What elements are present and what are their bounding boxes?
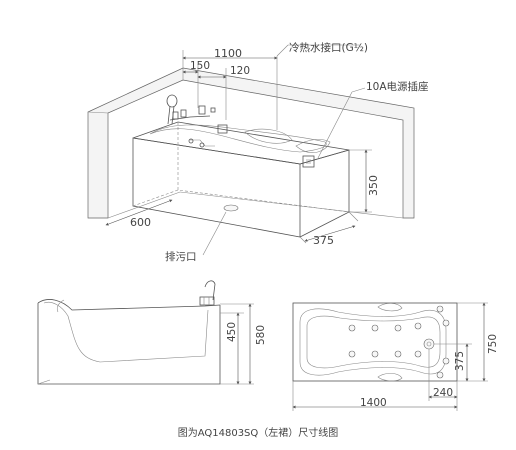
jet-icon [436,305,444,313]
dim-750: 750 [487,334,499,354]
dim-1400: 1400 [360,397,387,409]
dim-375-3d: 375 [313,234,334,247]
control-box-icon [217,124,228,134]
top-dimension-lines [182,50,278,130]
tub-basin [149,124,327,153]
jet-icon [442,357,450,365]
tub-front-skirt [132,137,301,238]
side-hand-shower-icon [204,280,216,301]
wall-outline [87,67,415,219]
jet-icon [348,324,356,332]
dim-240: 240 [433,387,453,399]
headrest-bottom [377,373,403,382]
jet-icon [394,324,402,332]
headrest-top [377,303,403,312]
jet-icon [371,324,379,332]
jet-icon [442,319,450,327]
top-plan-view: 1400 240 375 750 [292,302,499,411]
power-socket-icon [302,155,315,168]
drain-hole-icon [223,204,239,212]
side-elevation-view: 450 580 [37,280,267,385]
drain-label: 排污口 [165,250,197,263]
top-basin [299,308,447,376]
dim-120: 120 [230,65,250,77]
water-inlet-label: 冷热水接口(G½) [289,41,368,54]
installation-3d-view: 1100 150 120 冷热水接口(G½) 10A电源插座 排污口 600 3… [87,41,429,263]
jet-icon [394,350,402,358]
jet-icon [414,322,422,330]
faucet-set-icon [169,105,216,121]
top-drain-icon [423,338,435,350]
jet-icon [436,371,444,379]
jet-icon [371,350,379,358]
tub-rim [132,121,350,165]
dim-350: 350 [367,175,380,196]
side-faucet-icon [199,296,215,306]
hand-shower-icon [166,94,178,125]
side-body [37,303,221,385]
dim-375-top: 375 [454,351,466,371]
jet-icon [414,350,422,358]
power-socket-label: 10A电源插座 [366,80,429,93]
dim-580: 580 [255,325,267,345]
dim-450: 450 [226,322,238,342]
dim-1100: 1100 [214,47,242,60]
dim-150: 150 [190,60,210,72]
jet-icon [348,350,356,358]
dim-600: 600 [130,216,151,229]
top-outline [292,302,458,382]
massage-jets [348,305,450,379]
drawing-caption: 图为AQ14803SQ（左裙）尺寸线图 [178,426,339,439]
